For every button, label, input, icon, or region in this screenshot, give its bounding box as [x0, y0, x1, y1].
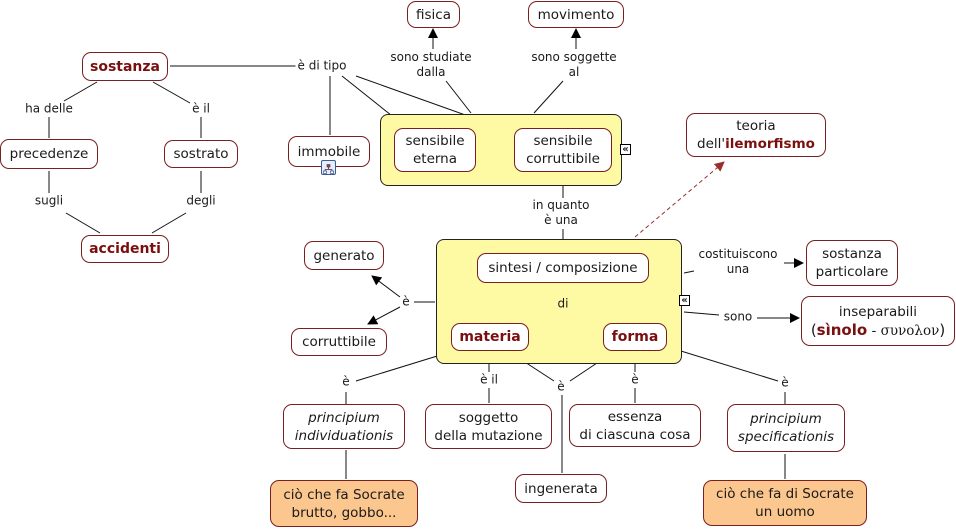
- concept-label: generato: [313, 247, 375, 264]
- link-label-ha-delle: ha delle: [23, 101, 75, 117]
- collapse-toggle-upper[interactable]: «: [620, 144, 631, 155]
- link-group-sonosoggette: [533, 80, 564, 114]
- concept-label: ingenerata: [524, 480, 598, 497]
- link-group-sonostudiate: [445, 80, 472, 114]
- hierarchy-glyph: [323, 164, 334, 174]
- link-label-e-forma: è: [629, 372, 641, 388]
- concept-generato[interactable]: generato: [304, 241, 384, 270]
- submap-icon[interactable]: [321, 160, 336, 175]
- concept-label: sostrato: [173, 146, 229, 162]
- link-dashed-ilemorfismo: [634, 161, 725, 238]
- link-label-e-spec: è: [779, 375, 791, 391]
- concept-movimento[interactable]: movimento: [528, 1, 624, 28]
- link-group-sono: [683, 311, 720, 316]
- concept-forma[interactable]: forma: [603, 323, 667, 351]
- concept-materia[interactable]: materia: [451, 323, 529, 351]
- link-label-di: di: [555, 296, 571, 312]
- link-label-degli: degli: [184, 193, 218, 209]
- link-degli-accidenti: [151, 212, 187, 234]
- link-sostanza-eil: [152, 81, 191, 104]
- concept-label: forma: [611, 329, 659, 345]
- concept-inseparabili[interactable]: inseparabili(sìnolo - συνολον): [801, 296, 955, 346]
- concept-label: sintesi / composizione: [488, 260, 638, 276]
- concept-ingenerata[interactable]: ingenerata: [515, 474, 607, 503]
- concept-label: immobile: [297, 143, 361, 160]
- link-group-costituiscono: [683, 270, 695, 274]
- concept-corruttibile[interactable]: corruttibile: [291, 328, 387, 356]
- concept-sostanza[interactable]: sostanza: [82, 52, 168, 81]
- link-forma-espec: [667, 346, 779, 382]
- link-label-e-generato: è: [400, 294, 412, 310]
- link-materia-e: [355, 352, 448, 382]
- highlight-sinolo: sìnolo: [816, 320, 868, 339]
- concept-label: fisica: [416, 6, 451, 23]
- link-sostanza-hadelle: [63, 81, 98, 102]
- concept-label: sostanza: [90, 58, 160, 75]
- link-label-sono: sono: [721, 309, 755, 325]
- concept-label: precedenze: [9, 146, 89, 162]
- concept-accidenti[interactable]: accidenti: [81, 235, 169, 263]
- concept-fisica[interactable]: fisica: [407, 1, 460, 28]
- link-label-e-il-soggetto: è il: [478, 372, 500, 388]
- link-label-e-center: è: [555, 379, 567, 395]
- highlight-ilemorfismo: ilemorfismo: [725, 136, 815, 152]
- concept-sostrato[interactable]: sostrato: [164, 140, 238, 168]
- link-e-generato: [371, 275, 401, 298]
- link-e-corruttibile: [367, 306, 401, 325]
- collapse-toggle-lower[interactable]: «: [679, 295, 690, 306]
- link-label-e-di-tipo: è di tipo: [295, 58, 349, 74]
- link-sugli-accidenti: [65, 212, 101, 234]
- link-label-sugli: sugli: [32, 193, 66, 209]
- link-label-e-materia: è: [340, 374, 352, 390]
- greek-synolon: συνολον: [880, 322, 940, 339]
- link-label-e-il: è il: [190, 101, 212, 117]
- concept-label: accidenti: [89, 241, 161, 257]
- concept-precedenze[interactable]: precedenze: [0, 139, 98, 169]
- concept-label: materia: [459, 329, 521, 345]
- concept-label: movimento: [537, 6, 615, 23]
- concept-label: corruttibile: [302, 334, 376, 350]
- concept-sintesi-composizione[interactable]: sintesi / composizione: [477, 253, 649, 283]
